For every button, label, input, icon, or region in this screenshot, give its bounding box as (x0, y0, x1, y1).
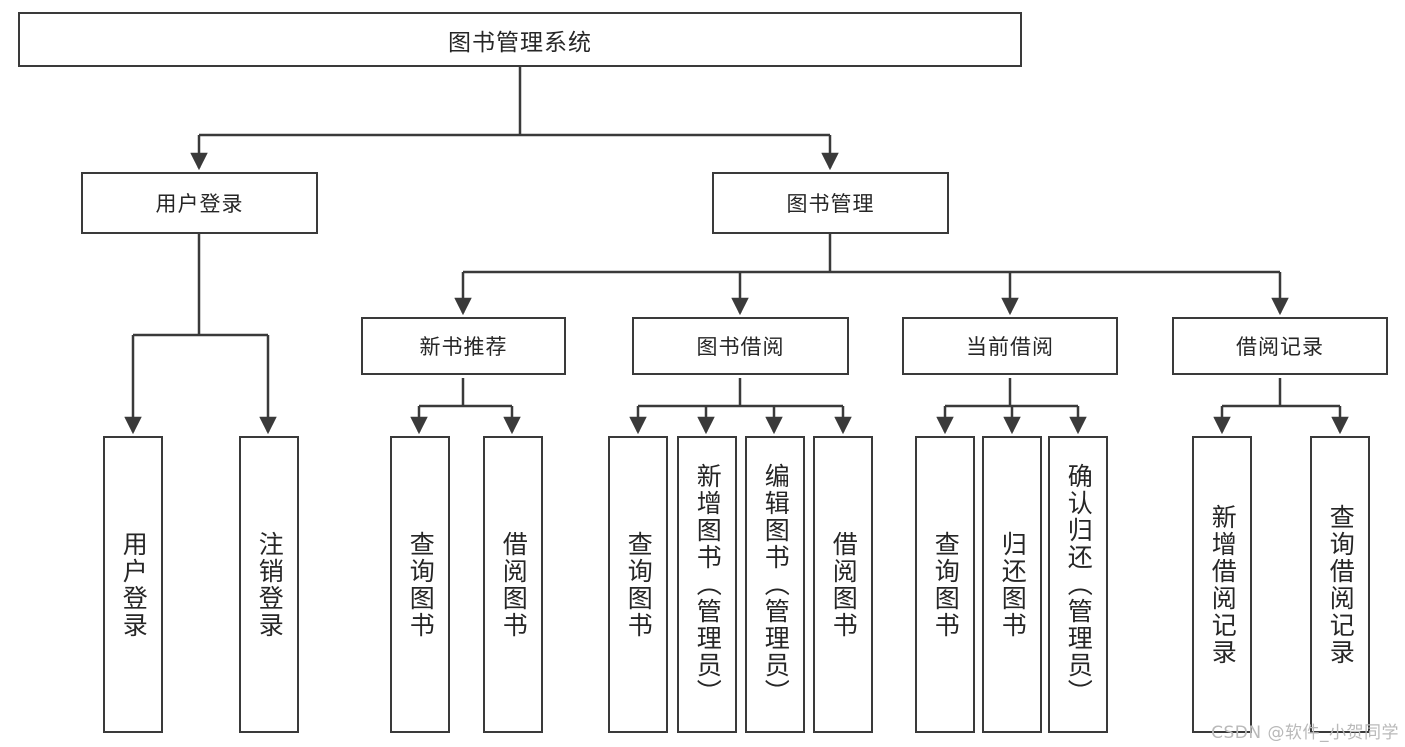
node-current-borrow[interactable]: 当前借阅 (902, 317, 1118, 375)
node-new-book-recommend[interactable]: 新书推荐 (361, 317, 566, 375)
node-label: 查询图书 (406, 530, 436, 639)
node-label: 确认归还（管理员） (1064, 463, 1094, 706)
node-book-management[interactable]: 图书管理 (712, 172, 949, 234)
leaf-new-book-borrow[interactable]: 借阅图书 (483, 436, 543, 733)
node-label: 借阅记录 (1236, 335, 1324, 359)
leaf-borrow-add-book-admin[interactable]: 新增图书（管理员） (677, 436, 737, 733)
leaf-current-confirm-return-admin[interactable]: 确认归还（管理员） (1048, 436, 1108, 733)
node-label: 图书管理 (786, 192, 875, 216)
node-label: 图书管理系统 (448, 29, 592, 56)
node-label: 当前借阅 (966, 335, 1054, 359)
csdn-watermark: CSDN @软件_小贺同学 (1211, 723, 1399, 743)
leaf-borrow-edit-book-admin[interactable]: 编辑图书（管理员） (745, 436, 805, 733)
node-label: 查询图书 (624, 530, 654, 639)
node-label: 查询借阅记录 (1326, 503, 1356, 666)
node-label: 新增图书（管理员） (693, 463, 723, 706)
node-label: 注销登录 (255, 530, 285, 639)
leaf-borrow-query-book[interactable]: 查询图书 (608, 436, 668, 733)
node-book-borrow[interactable]: 图书借阅 (632, 317, 849, 375)
leaf-current-query-book[interactable]: 查询图书 (915, 436, 975, 733)
node-label: 归还图书 (998, 530, 1028, 639)
node-borrow-record[interactable]: 借阅记录 (1172, 317, 1388, 375)
leaf-new-book-query[interactable]: 查询图书 (390, 436, 450, 733)
leaf-borrow-borrow-book[interactable]: 借阅图书 (813, 436, 873, 733)
node-user-login[interactable]: 用户登录 (81, 172, 318, 234)
node-label: 用户登录 (155, 192, 244, 216)
leaf-record-add-record[interactable]: 新增借阅记录 (1192, 436, 1252, 733)
node-label: 图书借阅 (696, 335, 785, 359)
node-label: 借阅图书 (829, 530, 859, 639)
node-label: 编辑图书（管理员） (761, 463, 791, 706)
leaf-record-query-record[interactable]: 查询借阅记录 (1310, 436, 1370, 733)
node-label: 借阅图书 (499, 530, 529, 639)
node-label: 新增借阅记录 (1208, 503, 1238, 666)
node-label: 查询图书 (931, 530, 961, 639)
leaf-user-login-signout[interactable]: 注销登录 (239, 436, 299, 733)
node-root-system[interactable]: 图书管理系统 (18, 12, 1022, 67)
node-label: 新书推荐 (419, 335, 508, 359)
leaf-current-return-book[interactable]: 归还图书 (982, 436, 1042, 733)
leaf-user-login-signin[interactable]: 用户登录 (103, 436, 163, 733)
node-label: 用户登录 (119, 530, 149, 639)
